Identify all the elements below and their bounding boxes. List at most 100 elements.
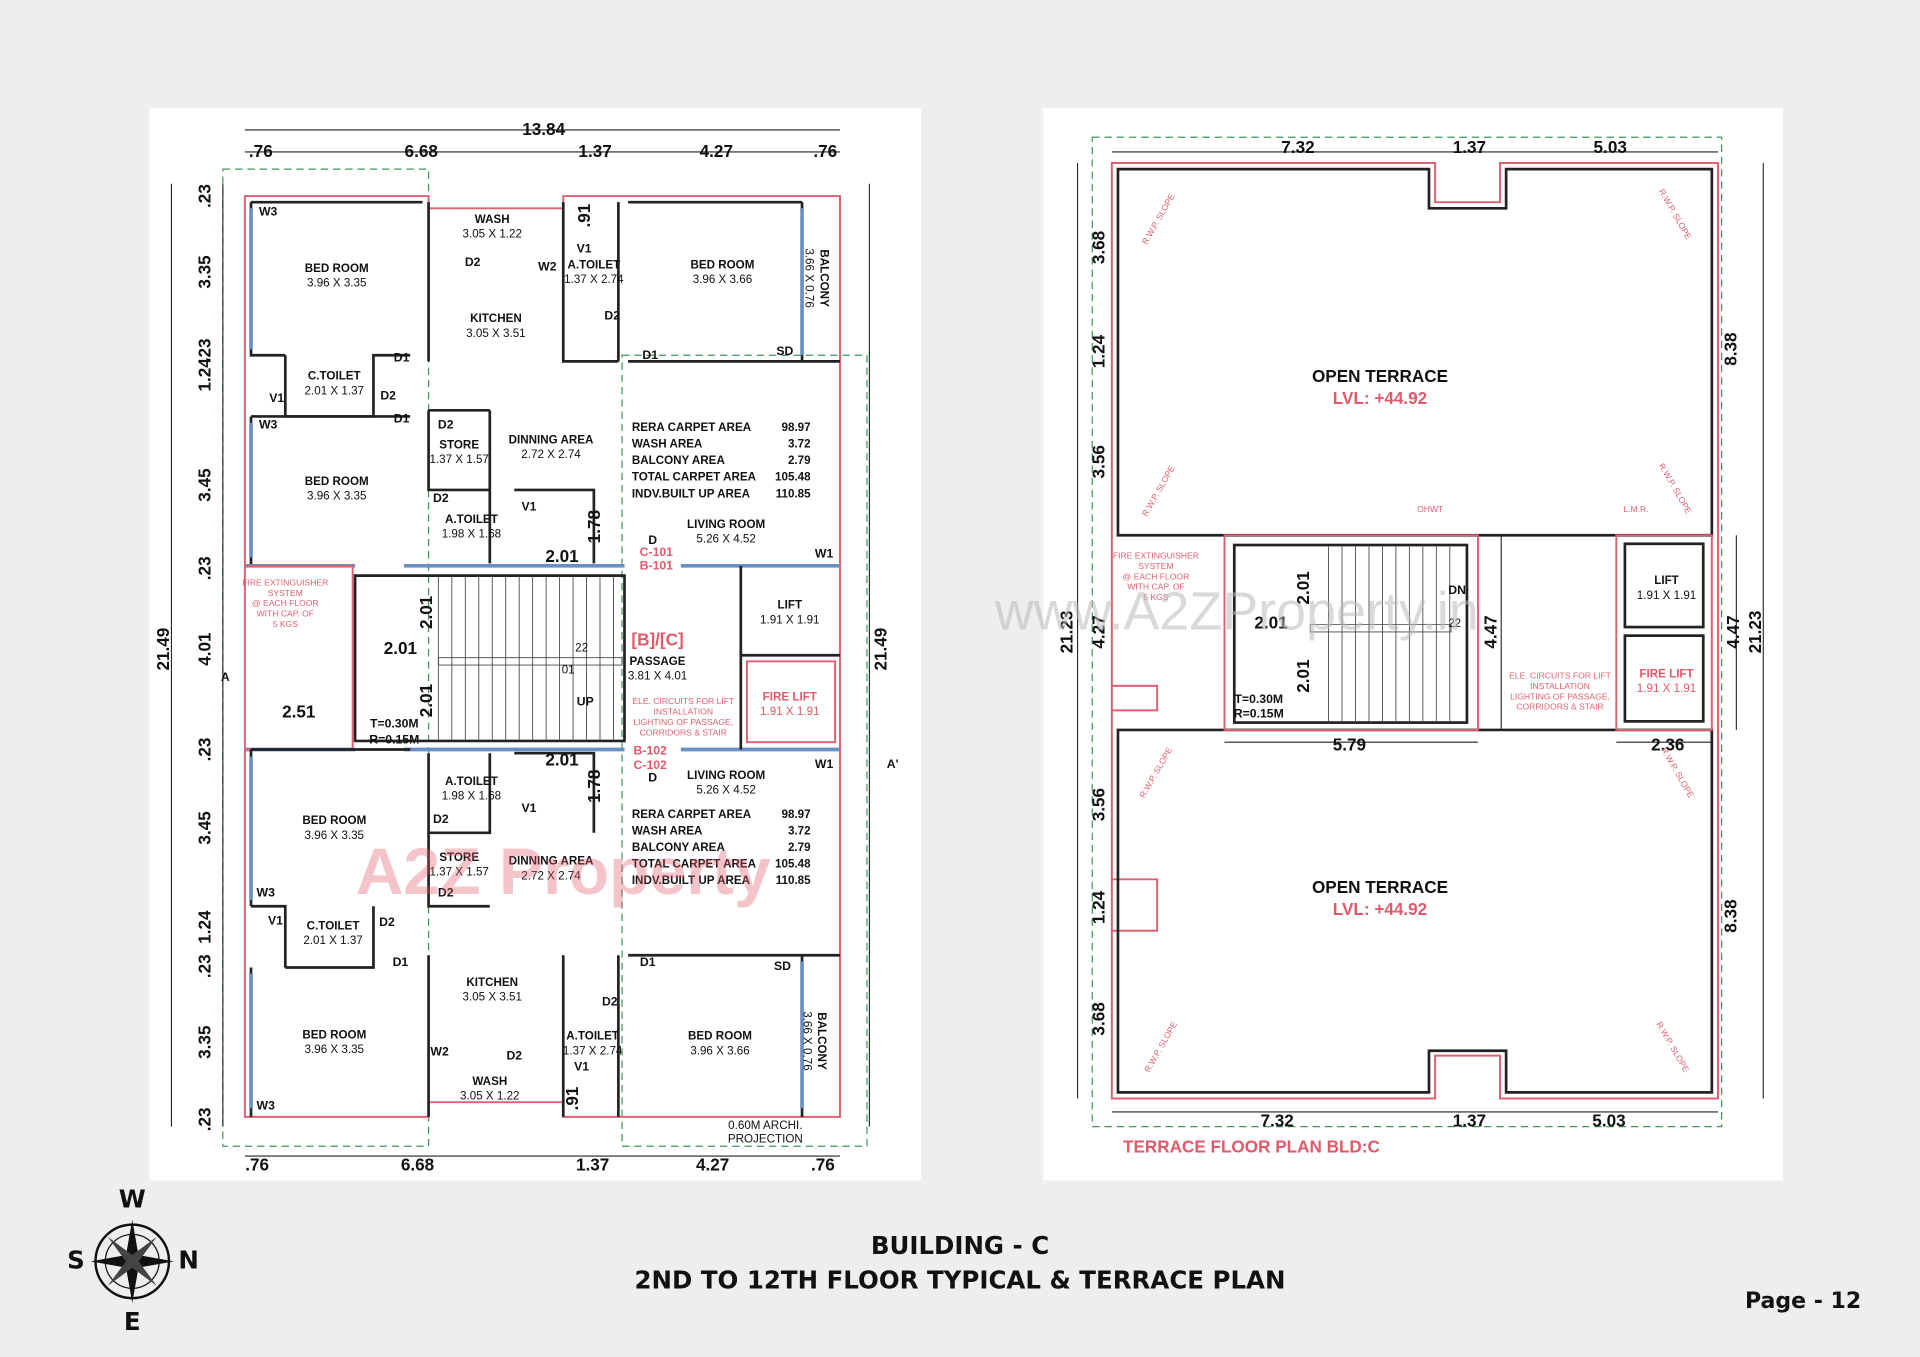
room-name: A.TOILET	[445, 513, 498, 526]
room-size: 3.96 X 3.35	[307, 490, 366, 503]
dimension: .23	[195, 738, 215, 762]
room-size: 3.05 X 3.51	[463, 991, 522, 1004]
dimension-inner: 2.01	[545, 546, 579, 566]
open-terrace-label: OPEN TERRACE	[1312, 366, 1448, 386]
open-terrace-label: OPEN TERRACE	[1312, 877, 1448, 897]
dimension-inner: 2.36	[1651, 735, 1684, 755]
opening-tag: D2	[433, 812, 449, 826]
dimension: .76	[245, 1155, 269, 1175]
area-label: WASH AREA	[632, 825, 703, 838]
room-size: 1.98 X 1.68	[442, 528, 501, 541]
dimension: 3.56	[1088, 788, 1108, 821]
flat-number: C-101	[640, 545, 674, 559]
note-text: INSTALLATION	[653, 707, 713, 717]
opening-tag: W1	[815, 757, 834, 771]
area-value: 110.85	[776, 487, 811, 500]
opening-tag: D2	[602, 994, 618, 1008]
note-text: CORRIDORS & STAIR	[1516, 702, 1603, 712]
area-label: BALCONY AREA	[632, 841, 726, 854]
area-value: 2.79	[788, 841, 811, 854]
opening-tag: W1	[815, 546, 834, 560]
area-label: BALCONY AREA	[632, 454, 726, 467]
note-text: @ EACH FLOOR	[1123, 571, 1190, 581]
opening-tag: D1	[393, 955, 409, 969]
dimension: 6.68	[405, 141, 438, 161]
note-text: FIRE EXTINGUISHER	[1113, 551, 1199, 561]
room-name: KITCHEN	[466, 976, 518, 989]
area-value: 98.97	[782, 808, 811, 821]
room-name: A.TOILET	[566, 1030, 619, 1043]
dimension-inner: 2.01	[416, 595, 436, 629]
room-size: 1.91 X 1.91	[760, 705, 819, 718]
compass-rose-icon	[90, 1219, 174, 1303]
dimension-overall: 21.49	[153, 628, 173, 671]
opening-tag: D2	[465, 255, 481, 269]
dimension: 1.24	[195, 910, 215, 944]
opening-tag: D1	[394, 412, 410, 426]
room-size: 2.72 X 2.74	[521, 869, 581, 882]
terrace-plan-title: TERRACE FLOOR PLAN BLD:C	[1123, 1136, 1380, 1156]
room-name: C.TOILET	[308, 370, 361, 383]
room-name: BALCONY	[815, 1012, 828, 1070]
dimension-inner: 1.78	[584, 510, 604, 543]
area-value: 2.79	[788, 454, 811, 467]
note-text: CORRIDORS & STAIR	[640, 727, 727, 737]
stair-tread-label: T=0.30M	[370, 716, 419, 730]
dimension: 7.32	[1281, 137, 1314, 157]
area-value: 105.48	[775, 471, 811, 484]
dimension: 4.27	[700, 141, 733, 161]
lift-label: LIFT	[1654, 574, 1679, 587]
room-size: 1.37 X 2.74	[563, 1044, 623, 1057]
stair-step-number: 01	[562, 664, 575, 677]
area-label: RERA CARPET AREA	[632, 808, 752, 821]
opening-tag: SD	[776, 344, 793, 358]
room-name: STORE	[439, 851, 479, 864]
opening-tag: W2	[430, 1045, 449, 1059]
area-value: 105.48	[775, 858, 811, 871]
note-text: 5 KGS	[1143, 592, 1169, 602]
dimension: .76	[813, 141, 837, 161]
room-name: LIFT	[778, 599, 803, 612]
room-size: 3.96 X 3.35	[305, 1043, 364, 1056]
room-size: 3.96 X 3.66	[690, 1044, 749, 1057]
opening-tag: D1	[640, 955, 656, 969]
room-name: BALCONY	[817, 249, 830, 307]
room-size: 5.26 X 4.52	[696, 784, 755, 797]
room-size: 1.91 X 1.91	[760, 613, 819, 626]
room-name: PASSAGE	[630, 655, 686, 668]
dimension-inner: 1.78	[584, 770, 604, 803]
dimension: 1.24	[1088, 334, 1108, 368]
terrace-plan	[1077, 136, 1764, 1128]
room-name: KITCHEN	[470, 312, 522, 325]
dimension: 13.84	[522, 119, 565, 139]
fire-lift-size: 1.91 X 1.91	[1637, 682, 1696, 695]
note-text: @ EACH FLOOR	[252, 598, 319, 608]
section-mark: A	[221, 670, 230, 684]
flat-number: C-102	[634, 758, 668, 772]
dimension: 1.37	[576, 1155, 609, 1175]
room-size: 3.96 X 3.35	[307, 277, 366, 290]
dimension: .76	[811, 1155, 835, 1175]
dimension: 4.27	[696, 1155, 729, 1175]
dimension-inner: 2.01	[545, 749, 579, 769]
section-mark: A'	[887, 757, 899, 771]
dimension-inner: .91	[562, 1086, 582, 1110]
room-size: 3.66 X 0.76	[803, 248, 816, 307]
dimension-inner: 2.01	[1254, 612, 1288, 632]
dimension: 3.45	[195, 468, 215, 502]
note-text: LIGHTING OF PASSAGE,	[1510, 691, 1610, 701]
typical-floor-sheet	[149, 107, 921, 1181]
opening-tag: D2	[379, 915, 395, 929]
note-text: ELE. CIRCUITS FOR LIFT	[1509, 671, 1612, 681]
room-size: 1.37 X 1.57	[429, 866, 488, 879]
compass-west-label: W	[119, 1184, 146, 1213]
dimension-inner: 4.47	[1480, 615, 1500, 648]
fire-lift-label: FIRE LIFT	[1639, 667, 1693, 680]
level-label: LVL: +44.92	[1333, 899, 1427, 919]
opening-tag: D	[648, 533, 657, 547]
room-name: DINNING AREA	[509, 855, 594, 868]
note-text: FIRE EXTINGUISHER	[242, 577, 328, 587]
room-name: BED ROOM	[302, 814, 366, 827]
dimension: 3.35	[195, 1025, 215, 1059]
